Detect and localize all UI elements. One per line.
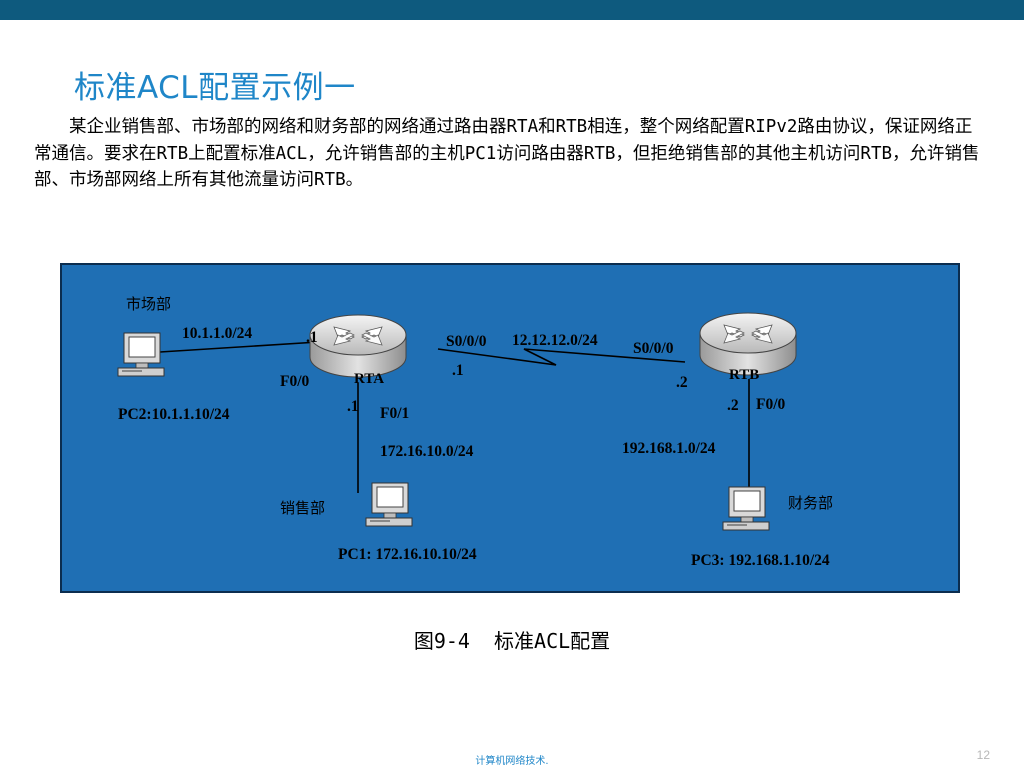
page-number: 12 [976,748,990,762]
dept-sales-label: 销售部 [280,499,325,517]
slide-body: 某企业销售部、市场部的网络和财务部的网络通过路由器RTA和RTB相连，整个网络配… [34,114,980,194]
sales-network-label: 172.16.10.0/24 [380,443,474,460]
footer-text: 计算机网络技术. [475,756,549,767]
serial-network-label: 12.12.12.0/24 [512,332,598,349]
rtb-f00-ip-label: .2 [727,397,739,414]
rta-f01-label: F0/1 [380,405,409,422]
market-network-label: 10.1.1.0/24 [182,325,252,342]
finance-network-label: 192.168.1.0/24 [622,440,716,457]
link-pc2-rta [159,340,335,353]
top-banner [0,0,1024,20]
rta-f01-ip-label: .1 [347,398,359,415]
rtb-f00-label: F0/0 [756,396,786,413]
router-rtb-name: RTB [729,367,759,383]
pc1-computer-icon [365,482,413,527]
rta-f00-label: F0/0 [280,373,310,390]
dept-market-label: 市场部 [126,295,171,313]
rtb-s000-label: S0/0/0 [633,340,674,357]
rtb-s000-ip-label: .2 [676,374,688,391]
body-paragraph: 某企业销售部、市场部的网络和财务部的网络通过路由器RTA和RTB相连，整个网络配… [34,117,980,190]
router-rta-icon [309,314,407,378]
network-topology-diagram: RTA RTB 市场部 销售部 财务部 PC2:10.1.1.10/24 PC1… [60,263,960,593]
pc3-address-label: PC3: 192.168.1.10/24 [691,552,830,569]
pc3-computer-icon [722,486,770,531]
router-rta-name: RTA [354,371,384,387]
pc2-address-label: PC2:10.1.1.10/24 [118,406,230,423]
diagram-background [60,263,960,593]
rta-s000-label: S0/0/0 [446,333,487,350]
pc1-address-label: PC1: 172.16.10.10/24 [338,546,477,563]
router-rtb-icon [699,312,797,376]
slide-title: 标准ACL配置示例一 [74,70,356,106]
rta-f00-ip-label: .1 [306,329,318,346]
link-serial-rta-rtb [437,348,686,366]
rta-s000-ip-label: .1 [452,362,464,379]
pc2-computer-icon [117,332,165,377]
figure-caption: 图9-4 标准ACL配置 [413,629,611,653]
dept-finance-label: 财务部 [788,494,833,512]
